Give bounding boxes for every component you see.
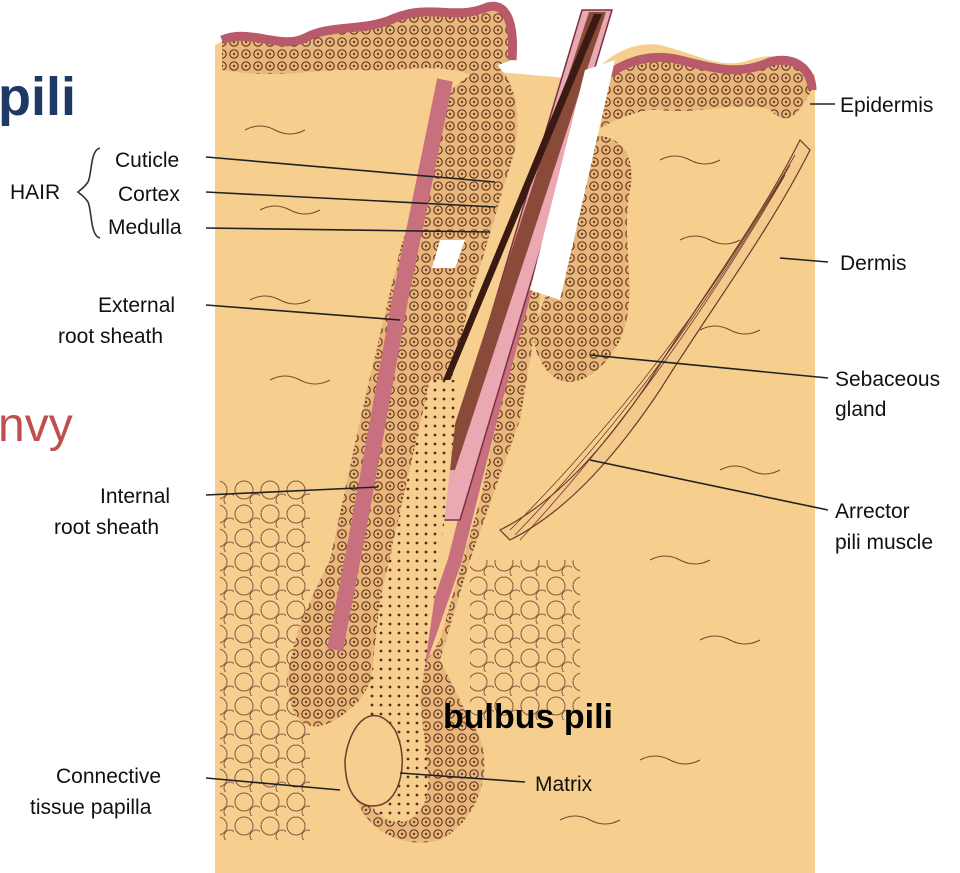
label-bulbus-pili: bulbus pili bbox=[443, 698, 613, 736]
adipose-cells-right bbox=[470, 560, 580, 720]
label-connective-tissue-papilla-1: Connective bbox=[56, 765, 161, 788]
label-external-root-sheath-1: External bbox=[98, 294, 175, 317]
label-epidermis: Epidermis bbox=[840, 94, 933, 117]
label-cortex: Cortex bbox=[118, 183, 180, 206]
label-arrector-2: pili muscle bbox=[835, 531, 933, 554]
label-internal-root-sheath-2: root sheath bbox=[54, 516, 159, 539]
label-connective-tissue-papilla-2: tissue papilla bbox=[30, 796, 152, 819]
label-medulla: Medulla bbox=[108, 216, 182, 239]
label-internal-root-sheath-1: Internal bbox=[100, 485, 170, 508]
label-dermis: Dermis bbox=[840, 252, 907, 275]
label-sebaceous-1: Sebaceous bbox=[835, 368, 940, 391]
label-external-root-sheath-2: root sheath bbox=[58, 325, 163, 348]
label-matrix: Matrix bbox=[535, 773, 593, 796]
label-sebaceous-2: gland bbox=[835, 398, 886, 421]
hair-brace bbox=[78, 148, 100, 238]
label-cuticle: Cuticle bbox=[115, 149, 179, 172]
label-hair: HAIR bbox=[10, 181, 60, 204]
label-arrector-1: Arrector bbox=[835, 500, 910, 523]
